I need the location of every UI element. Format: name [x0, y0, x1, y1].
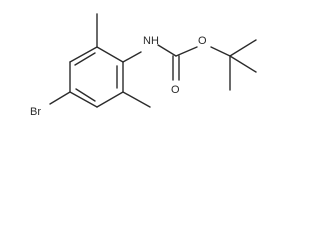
bond-c-br [49, 91, 71, 105]
bond-tbu-right [229, 55, 257, 73]
atom-label-carbonyl-oxygen: O [171, 84, 180, 96]
bond-ring-c2-c3 [69, 46, 98, 63]
bond-c-n [122, 51, 142, 63]
bond-n-c [157, 44, 177, 57]
bond-o-c-tert [210, 46, 231, 57]
atom-label-bromine: Br [30, 106, 41, 118]
bond-tbu-up [229, 39, 257, 57]
bonds [49, 13, 257, 108]
bond-methyl-bottom [122, 91, 151, 108]
bond-ring-c4-c5 [69, 91, 98, 108]
bond-ring-c5-c6 [96, 91, 124, 108]
bond-ring-inner-3 [75, 88, 96, 102]
bond-ring-c1-c2 [96, 46, 124, 63]
structure-diagram: Br NH O O [30, 13, 257, 118]
bond-c-o-ester [175, 46, 198, 57]
atom-labels: Br NH O O [30, 35, 207, 118]
bond-ring-inner-2 [74, 52, 96, 66]
atom-label-ester-oxygen: O [198, 35, 207, 47]
atom-label-nh: NH [143, 35, 159, 47]
